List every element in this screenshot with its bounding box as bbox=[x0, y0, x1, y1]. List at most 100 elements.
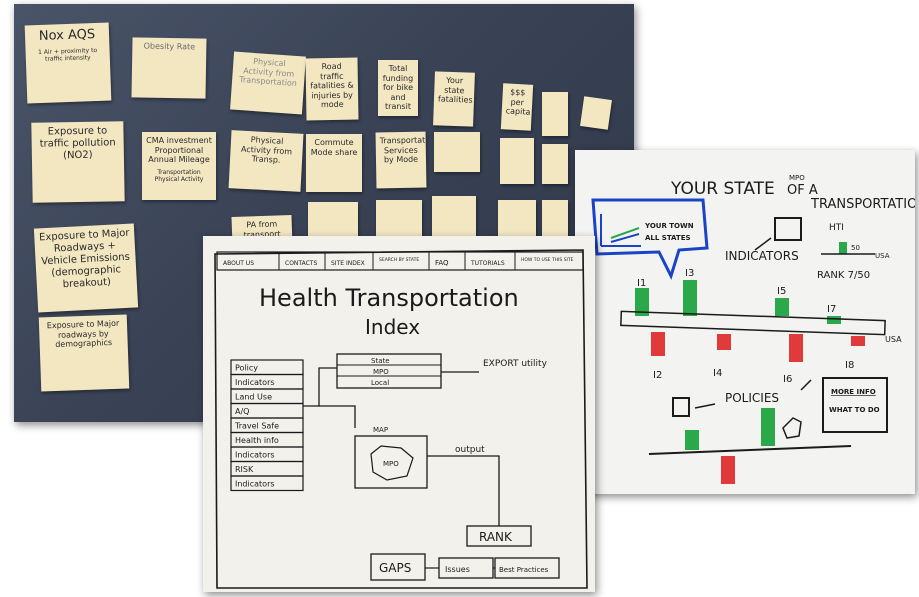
hti-bar bbox=[839, 242, 847, 254]
sketch-title-start: YOUR STATE bbox=[670, 179, 775, 199]
map-region-shape bbox=[370, 445, 414, 481]
legend-item: YOUR TOWN bbox=[644, 222, 694, 230]
hti-label: HTI bbox=[829, 223, 844, 233]
note-subtext: 1 Air + proximity to traffic intensity bbox=[37, 46, 98, 63]
gaps-label: GAPS bbox=[379, 561, 411, 575]
policy-bars bbox=[685, 408, 775, 484]
connector bbox=[319, 405, 356, 428]
menu-item-label: A/Q bbox=[235, 407, 249, 416]
map-label: MAP bbox=[373, 426, 388, 434]
policies-label: POLICIES bbox=[725, 391, 779, 405]
sticky-note bbox=[434, 132, 480, 172]
cursor-icon bbox=[782, 417, 802, 439]
menu-item-label: Health info bbox=[235, 436, 279, 445]
sticky-note: Physical Activity from Transportation bbox=[230, 51, 306, 115]
gaps-box bbox=[370, 553, 426, 581]
nav-tab-contacts: CONTACTS bbox=[285, 260, 317, 267]
menu-item-label: Land Use bbox=[235, 393, 272, 402]
indicator-bar bbox=[775, 298, 789, 316]
nav-tab-dividers bbox=[278, 252, 516, 270]
note-text: Physical Activity from Transp. bbox=[240, 135, 293, 165]
sticky-note bbox=[542, 144, 568, 184]
nav-tab-search-by-state: SEARCH BY STATE bbox=[379, 257, 419, 263]
indicator-label: I5 bbox=[777, 286, 786, 297]
arrow-icon bbox=[694, 403, 716, 409]
indicator-box bbox=[774, 217, 802, 241]
geo-selector bbox=[336, 353, 442, 389]
page-frame bbox=[214, 249, 588, 589]
sticky-note: Your state fatalities bbox=[433, 71, 475, 127]
policy-bar bbox=[685, 430, 699, 450]
nav-bar bbox=[216, 251, 584, 271]
rank-label: RANK bbox=[479, 530, 513, 544]
policy-bar bbox=[761, 408, 775, 446]
note-text: Exposure to traffic pollution (NO2) bbox=[39, 125, 116, 162]
nav-tab-how-to-use: HOW TO USE THIS SITE bbox=[521, 257, 574, 263]
indicator-label: I6 bbox=[783, 374, 792, 385]
indicator-label: I3 bbox=[685, 268, 694, 279]
health-transportation-index-sketch-photo: ABOUT US CONTACTS SITE INDEX SEARCH BY S… bbox=[203, 236, 595, 592]
note-text: Total funding for bike and transit bbox=[382, 64, 414, 112]
sticky-note: Exposure to Major roadways by demographi… bbox=[38, 314, 130, 392]
indicator-bar bbox=[789, 334, 803, 362]
rank-label: RANK 7/50 bbox=[817, 270, 870, 281]
indicator-bar bbox=[651, 332, 665, 356]
sketch-subtitle: Index bbox=[365, 315, 420, 339]
sticky-note bbox=[308, 202, 358, 242]
issues-label: Issues bbox=[445, 565, 470, 574]
legend-item: ALL STATES bbox=[645, 234, 691, 242]
arrow-icon bbox=[754, 237, 772, 251]
note-text: Exposure to Major Roadways + Vehicle Emi… bbox=[38, 227, 131, 291]
menu-item-label: Indicators bbox=[235, 480, 275, 489]
policy-box bbox=[672, 397, 690, 417]
more-info-label: MORE INFO bbox=[831, 388, 876, 396]
state-sketch-drawing: YOUR STATE MPO OF A TRANSPORTATION YOUR … bbox=[591, 174, 915, 484]
sticky-note bbox=[498, 200, 536, 240]
legend-callout bbox=[591, 198, 709, 281]
sticky-note: Transportation Services by Mode bbox=[375, 131, 427, 189]
best-practices-label: Best Practices bbox=[499, 566, 549, 574]
output-label: output bbox=[455, 445, 485, 455]
legend-line-blue bbox=[610, 233, 640, 243]
what-to-do-label: WHAT TO DO bbox=[829, 406, 880, 414]
sketch-title: Health Transportation bbox=[259, 284, 519, 312]
indicator-bar bbox=[827, 316, 841, 324]
sticky-note: Road traffic fatalities & injuries by mo… bbox=[305, 57, 359, 121]
sticky-note bbox=[580, 96, 612, 130]
note-text: Physical Activity from Transportation bbox=[238, 56, 298, 89]
indicator-label: I1 bbox=[637, 278, 646, 289]
note-text: Exposure to Major roadways by demographi… bbox=[46, 318, 120, 350]
usa-baseline-band bbox=[620, 310, 886, 336]
indicator-bar bbox=[683, 280, 697, 316]
nav-tab-tutorials: TUTORIALS bbox=[470, 260, 505, 267]
geo-option: State bbox=[371, 357, 390, 365]
more-info-box bbox=[822, 377, 888, 433]
note-text: Obesity Rate bbox=[143, 41, 196, 52]
hti-usa-label: USA bbox=[875, 252, 890, 260]
menu-item-label: Indicators bbox=[235, 451, 275, 460]
sketch-title-overline: MPO bbox=[789, 174, 805, 182]
sticky-note: Physical Activity from Transp. bbox=[228, 130, 304, 192]
sticky-note: Exposure to Major Roadways + Vehicle Emi… bbox=[33, 223, 139, 313]
indicator-label: I2 bbox=[653, 370, 662, 381]
export-label: EXPORT utility bbox=[483, 359, 548, 369]
sticky-note: Exposure to traffic pollution (NO2) bbox=[31, 121, 125, 203]
map-region-label: MPO bbox=[383, 460, 399, 468]
sketch-title-end: TRANSPORTATION bbox=[810, 197, 915, 212]
nav-tab-about-us: ABOUT US bbox=[223, 260, 254, 267]
sticky-note bbox=[542, 200, 568, 236]
menu-item-label: RISK bbox=[235, 465, 254, 474]
sticky-note: $$$ per capita bbox=[500, 83, 534, 131]
connector bbox=[427, 455, 500, 526]
sticky-note: Nox AQS 1 Air + proximity to traffic int… bbox=[24, 22, 112, 104]
sticky-note bbox=[500, 138, 534, 184]
sketch-title-middle: OF A bbox=[787, 183, 818, 198]
sticky-note-wall-photo: Nox AQS 1 Air + proximity to traffic int… bbox=[14, 4, 634, 422]
menu-item-label: Travel Safe bbox=[234, 422, 279, 431]
indicators-label: INDICATORS bbox=[725, 249, 799, 263]
indicator-label: I4 bbox=[713, 368, 722, 379]
indicator-bar bbox=[717, 334, 731, 350]
indicator-bar bbox=[851, 336, 865, 346]
sticky-note: Obesity Rate bbox=[131, 37, 207, 99]
